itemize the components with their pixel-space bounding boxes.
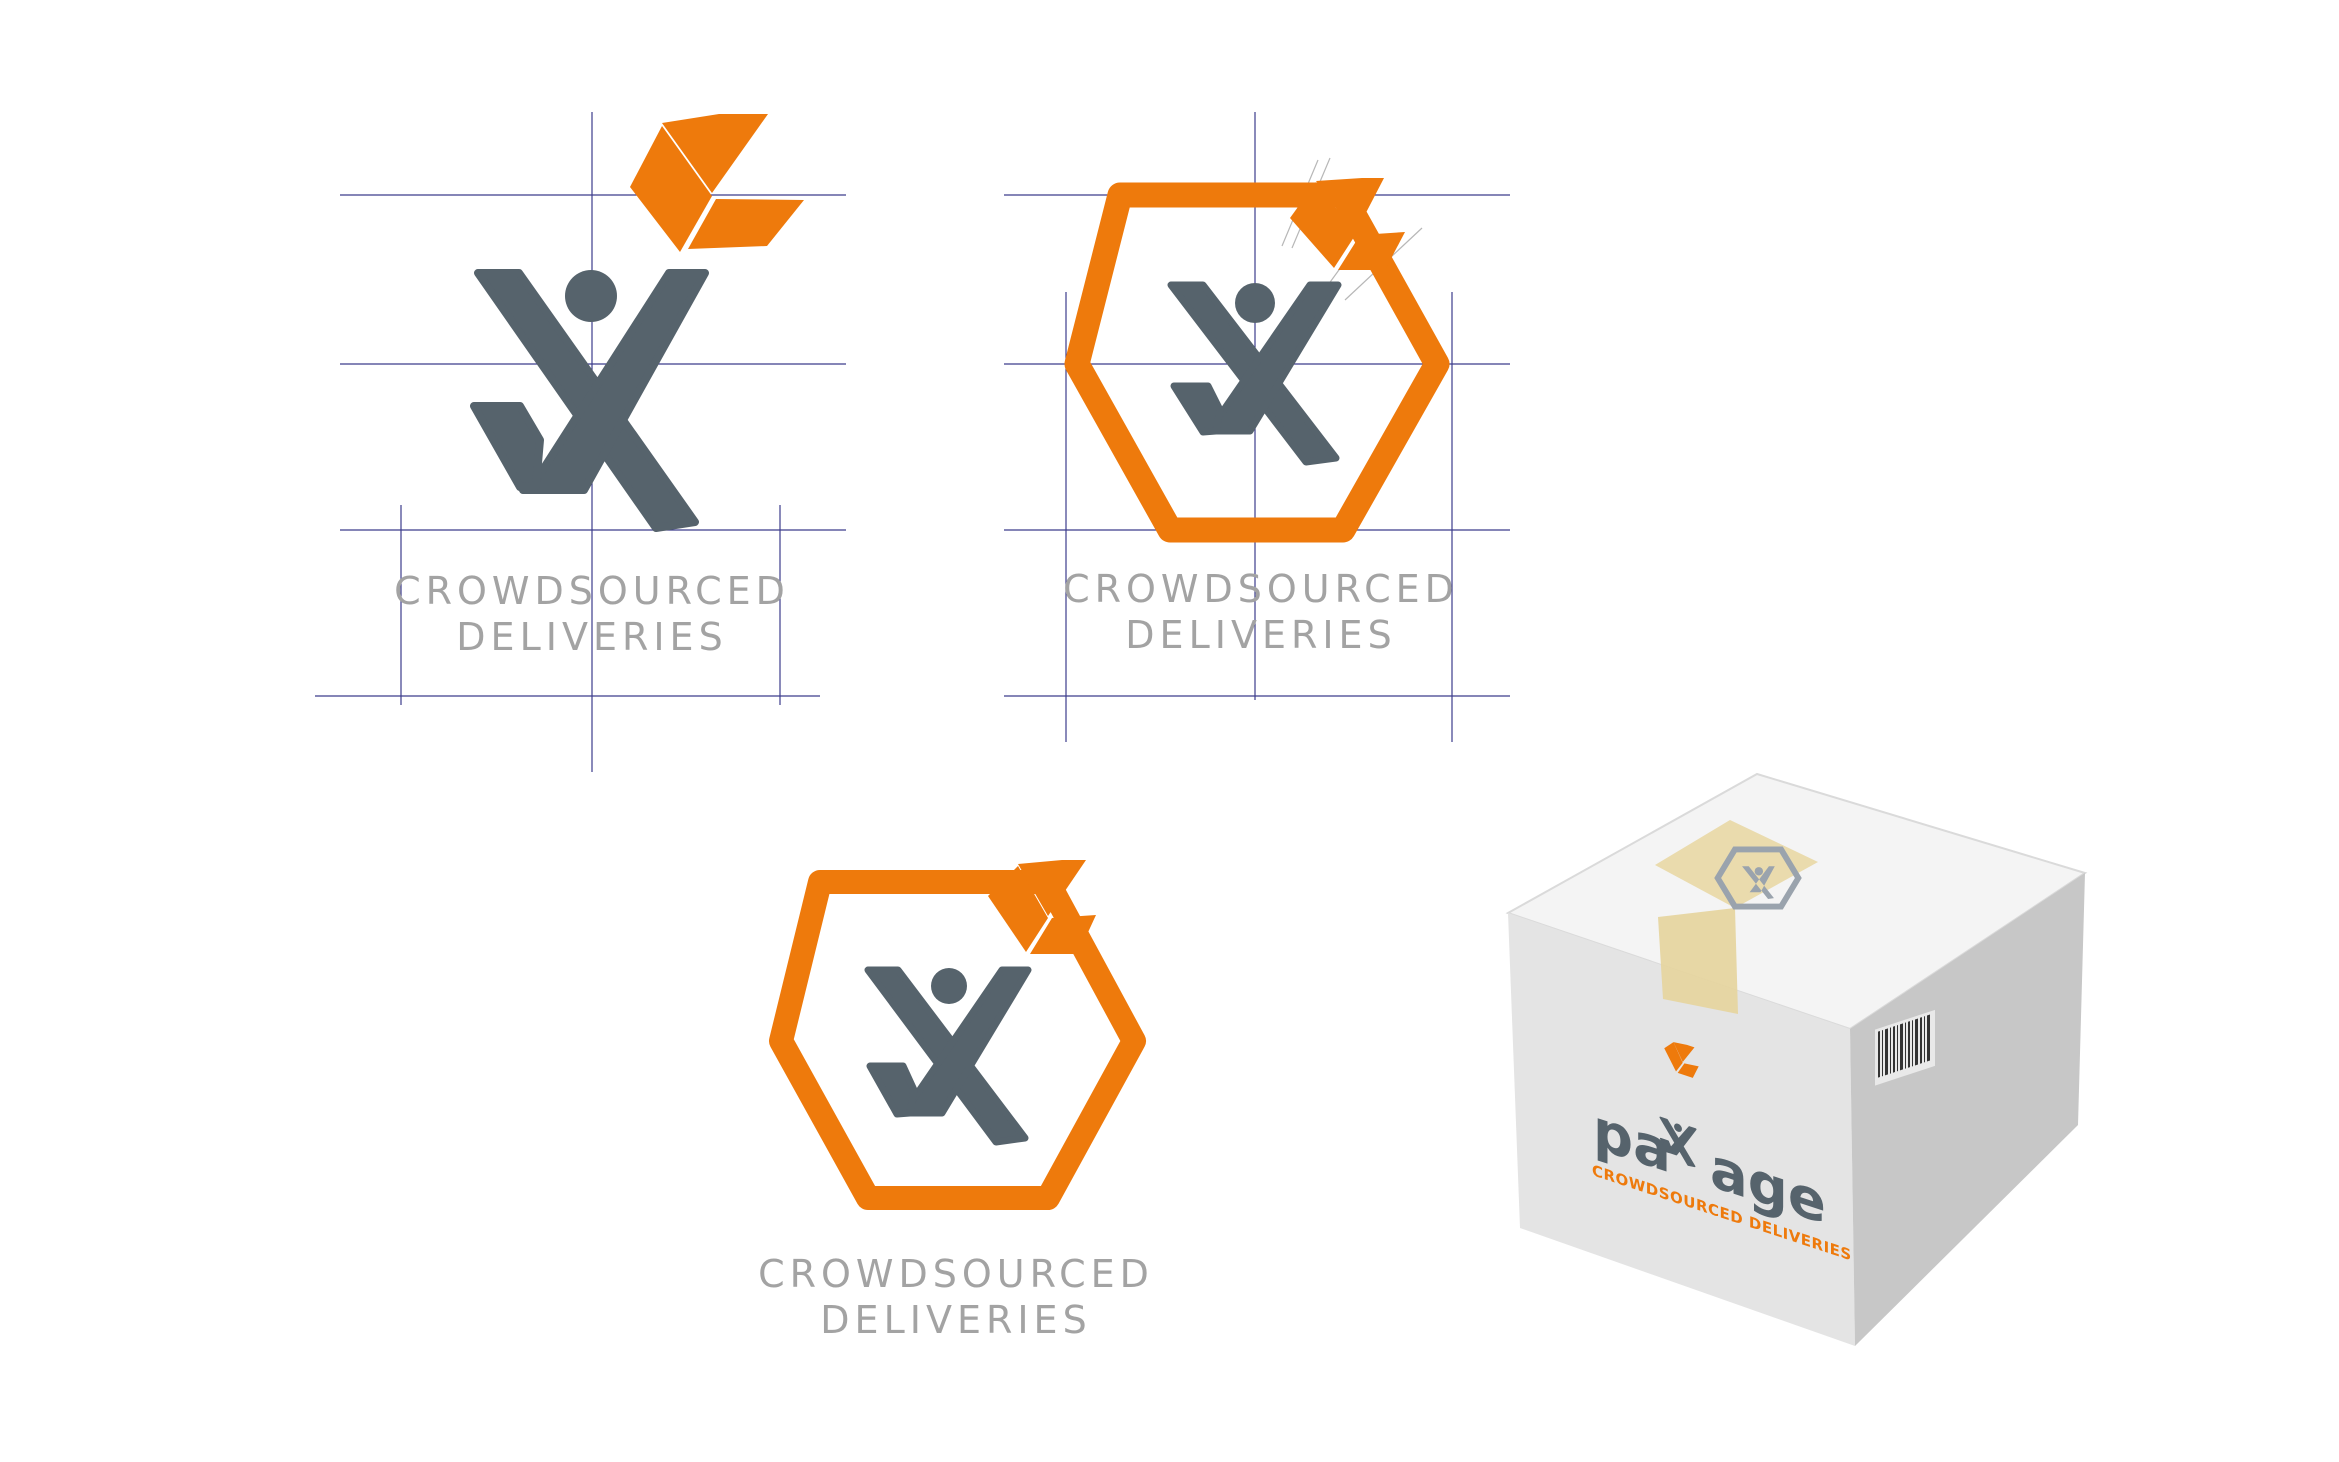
- runner-figure-icon: [1659, 1116, 1697, 1168]
- parcel-cube-icon: [630, 114, 804, 252]
- runner-figure-icon: [864, 966, 1032, 1146]
- tagline: CROWDSOURCED DELIVERIES: [756, 1255, 1156, 1339]
- final-logo-mark: [769, 860, 1146, 1210]
- logo-construction-grid-mark: CROWDSOURCED DELIVERIES: [0, 0, 870, 780]
- construction-grid: [315, 112, 846, 772]
- packing-tape: [1655, 820, 1818, 908]
- parcel-cube-icon: [1290, 178, 1405, 270]
- final-logo: CROWDSOURCED DELIVERIES: [700, 830, 1200, 1350]
- tape-logo-icon: [1714, 846, 1802, 910]
- package-mockup: pa age CROWDSOURCED DELIVERIES: [1480, 760, 2130, 1370]
- tagline-line-1: CROWDSOURCED: [758, 1252, 1154, 1296]
- tagline-line-2: DELIVERIES: [1125, 613, 1397, 657]
- construction-grid-hexagon: [1004, 112, 1510, 742]
- runner-figure-icon: [1167, 281, 1342, 466]
- parcel-cube-icon: [1664, 1042, 1699, 1078]
- packing-tape-front: [1658, 908, 1738, 1014]
- box-side: [1850, 873, 2085, 1346]
- barcode-icon: [1875, 1009, 1935, 1086]
- package-box: pa age CROWDSOURCED DELIVERIES: [1505, 772, 2088, 1346]
- logo-construction-grid-hexagon: CROWDSOURCED DELIVERIES: [0, 0, 1560, 780]
- tagline: CROWDSOURCED DELIVERIES: [1052, 570, 1470, 654]
- tagline-line-2: DELIVERIES: [456, 615, 728, 659]
- parcel-cube-icon: [988, 860, 1096, 954]
- tagline-line-1: CROWDSOURCED: [1063, 567, 1459, 611]
- tagline: CROWDSOURCED DELIVERIES: [383, 572, 801, 656]
- tagline-line-1: CROWDSOURCED: [394, 569, 790, 613]
- runner-figure-icon: [470, 269, 709, 532]
- tagline-line-2: DELIVERIES: [820, 1298, 1092, 1342]
